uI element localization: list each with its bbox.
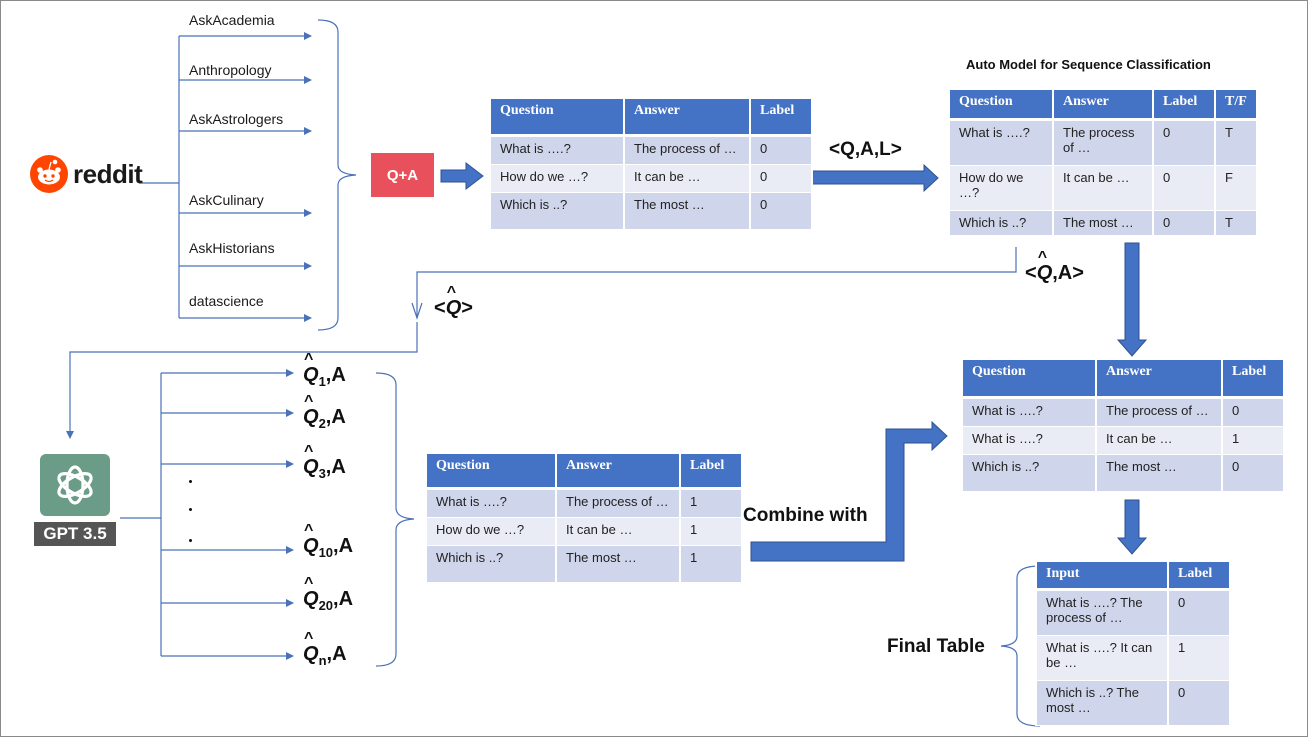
final-table: Input Label What is ….? The process of …… — [1035, 562, 1231, 726]
final-table-label: Final Table — [887, 636, 985, 657]
table-header: Label — [1221, 360, 1285, 399]
gpt-logo: GPT 3.5 — [34, 450, 116, 548]
auto-model-table: Question Answer Label T/F What is ….?The… — [948, 90, 1258, 236]
ellipsis-dot — [189, 480, 192, 483]
subreddit-label: AskAcademia — [189, 12, 275, 28]
gpt-label: GPT 3.5 — [34, 522, 116, 546]
table-header: Question — [425, 454, 557, 490]
combine-label: Combine with — [743, 505, 868, 526]
reddit-qa-table: Question Answer Label What is ….?The pro… — [489, 99, 813, 230]
table-row: What is ….?The process of …0 — [489, 135, 813, 165]
table-row: Which is ..?The most …0 — [961, 454, 1285, 492]
table-row: How do we …?It can be …1 — [425, 517, 743, 546]
arrow-to-final — [1116, 499, 1148, 555]
final-brace — [1000, 565, 1041, 727]
hat-glyph: ^ — [304, 522, 314, 539]
reddit-wordmark: reddit — [73, 158, 143, 189]
ellipsis-dot — [189, 508, 192, 511]
hat-glyph: ^ — [304, 630, 314, 647]
auto-model-title: Auto Model for Sequence Classification — [966, 57, 1211, 72]
table-header: Answer — [1095, 360, 1223, 399]
table-header: Label — [1167, 562, 1231, 591]
arrow-model-down — [1116, 242, 1148, 357]
table-header: Label — [679, 454, 743, 490]
ellipsis-dot — [189, 539, 192, 542]
gpt-paraphrase-table: Question Answer Label What is ….?The pro… — [425, 454, 743, 583]
subreddit-label: AskAstrologers — [189, 111, 284, 127]
qhat-label: <^Q> — [434, 284, 473, 319]
table-header: T/F — [1214, 90, 1258, 121]
table-header: Label — [749, 99, 813, 137]
paraphrase-label: ^Q10,A — [303, 522, 354, 560]
arrow-combine — [750, 420, 948, 562]
openai-icon — [57, 465, 93, 505]
paraphrase-label: ^Q3,A — [303, 443, 346, 481]
subreddit-label: Anthropology — [189, 62, 272, 78]
subreddit-label: datascience — [189, 293, 264, 309]
table-row: What is ….?The process of …0 — [961, 397, 1285, 427]
hat-glyph: ^ — [304, 393, 314, 410]
hat-glyph: ^ — [304, 351, 314, 368]
arrow-table-to-model — [811, 163, 939, 193]
table-row: Which is ..? The most …0 — [1035, 680, 1231, 726]
qhat-a-label: <^Q,A> — [1025, 249, 1084, 284]
table-header: Answer — [623, 99, 751, 137]
table-header: Question — [948, 90, 1054, 121]
paraphrase-label: ^Q20,A — [303, 575, 354, 613]
paraphrase-label: ^Qn,A — [303, 630, 347, 668]
table-row: What is ….? The process of …0 — [1035, 589, 1231, 636]
table-row: What is ….?It can be …1 — [961, 426, 1285, 455]
subreddit-label: AskCulinary — [189, 192, 264, 208]
qal-label: <Q,A,L> — [829, 139, 902, 160]
qhat-feedback-line — [416, 247, 1017, 318]
table-row: Which is ..?The most …0 — [489, 192, 813, 230]
table-header: Input — [1035, 562, 1169, 591]
table-header: Question — [961, 360, 1097, 399]
table-header: Answer — [555, 454, 681, 490]
subreddit-brace — [317, 19, 357, 331]
paraphrase-label: ^Q2,A — [303, 393, 346, 431]
table-header: Answer — [1052, 90, 1154, 121]
hat-glyph: ^ — [304, 443, 314, 460]
arrow-qa-to-table — [440, 161, 484, 191]
table-header: Question — [489, 99, 625, 137]
table-header: Label — [1152, 90, 1216, 121]
gpt-input-line — [66, 322, 418, 439]
paraphrase-label: ^Q1,A — [303, 351, 346, 389]
subreddit-label: AskHistorians — [189, 240, 275, 256]
reddit-alien-icon — [30, 155, 68, 193]
qa-badge: Q+A — [371, 153, 434, 197]
hat-glyph: ^ — [446, 284, 457, 301]
hat-glyph: ^ — [1037, 249, 1048, 266]
table-row: How do we …?It can be …0 — [489, 164, 813, 193]
table-row: What is ….?The process of …1 — [425, 488, 743, 518]
reddit-logo: reddit — [30, 155, 143, 193]
table-row: Which is ..?The most …1 — [425, 545, 743, 583]
paraphrase-brace — [375, 372, 415, 667]
hat-glyph: ^ — [304, 575, 314, 592]
combined-table: Question Answer Label What is ….?The pro… — [961, 360, 1285, 492]
table-row: What is ….? It can be …1 — [1035, 635, 1231, 681]
